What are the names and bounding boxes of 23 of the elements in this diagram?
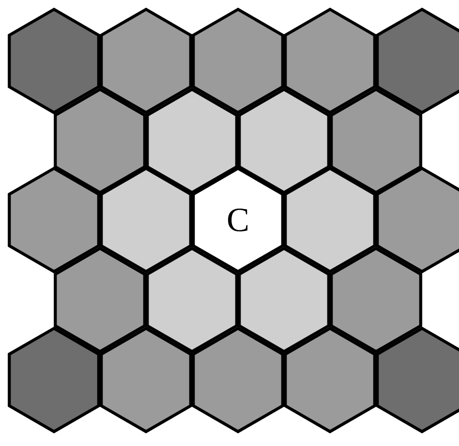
hexagon-tile bbox=[100, 8, 192, 114]
hexagon-cell: C bbox=[192, 166, 284, 274]
hexagon-tile bbox=[376, 326, 459, 434]
hexagon-tile bbox=[376, 8, 459, 114]
hexagon-tile bbox=[238, 88, 330, 194]
hexagon-tile bbox=[8, 8, 100, 114]
hexagon-tile bbox=[238, 246, 330, 354]
hexagon-tile bbox=[146, 88, 238, 194]
hexagon-tile bbox=[330, 246, 422, 354]
hexagon-tile bbox=[54, 88, 146, 194]
hexagon-tile bbox=[284, 166, 376, 274]
hexagon-tile bbox=[8, 326, 100, 434]
hexagon-tile bbox=[100, 166, 192, 274]
hexagon-tile bbox=[192, 326, 284, 434]
hexagon-tile bbox=[8, 166, 100, 274]
hexagon-tile bbox=[284, 326, 376, 434]
hexagon-tile bbox=[192, 8, 284, 114]
hexagon-tile bbox=[100, 326, 192, 434]
hexagon-tile bbox=[284, 8, 376, 114]
hexagon-tile bbox=[330, 88, 422, 194]
hexagon-tile bbox=[146, 246, 238, 354]
hexagon-tile bbox=[54, 246, 146, 354]
hexagon-tile bbox=[376, 166, 459, 274]
